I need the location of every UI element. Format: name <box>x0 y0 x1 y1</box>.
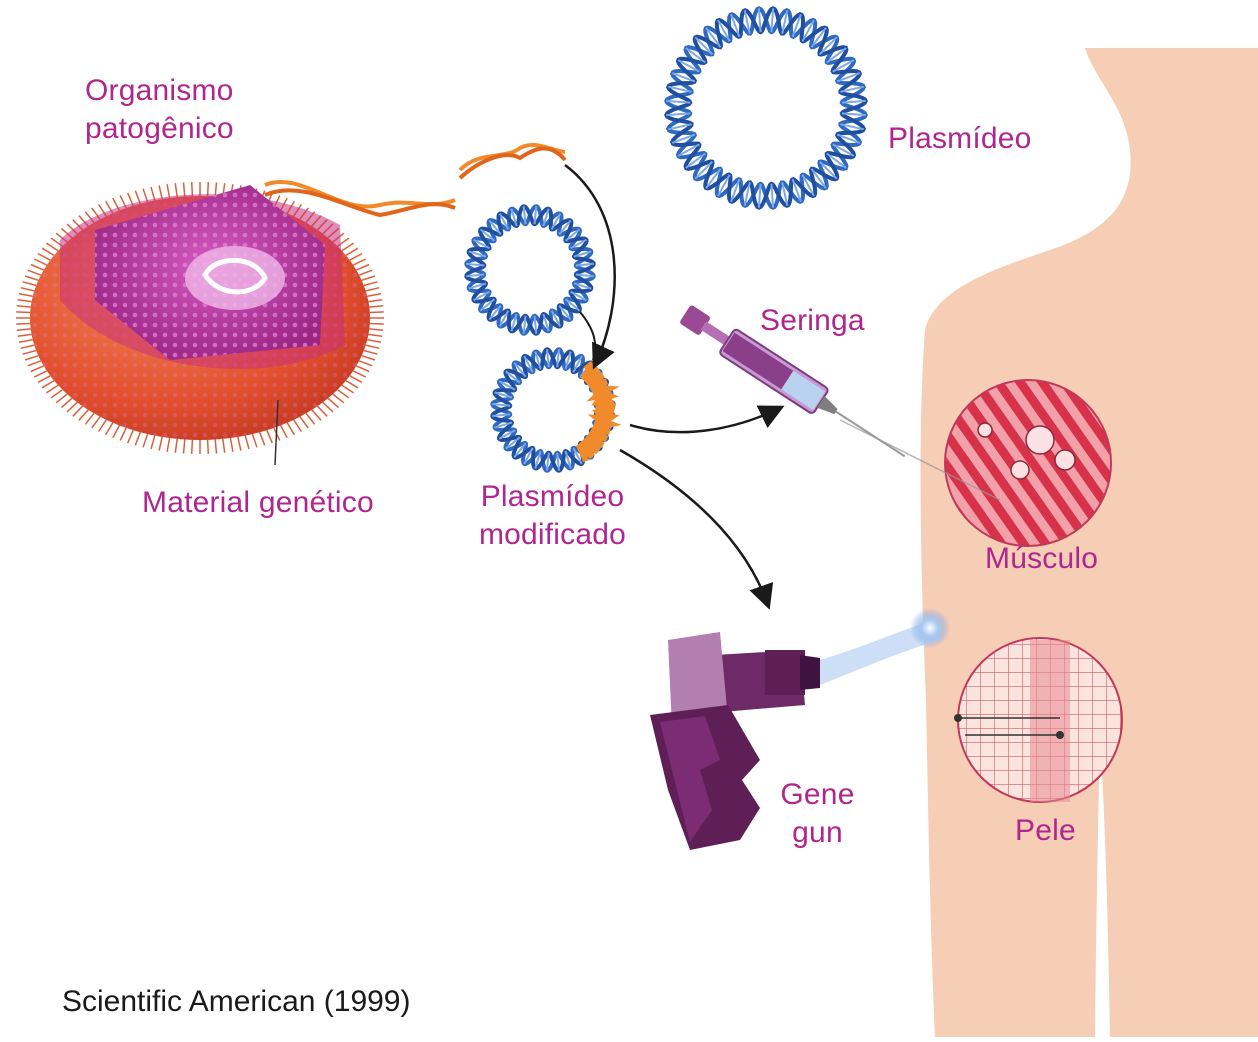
plasmid-large-icon <box>666 8 865 207</box>
label-pathogenic-organism-line1: Organismo <box>85 72 234 110</box>
muscle-inset <box>945 380 1111 546</box>
label-modified-plasmid-line2: modificado <box>455 516 650 554</box>
label-genetic-material: Material genético <box>142 484 374 522</box>
label-modified-plasmid: Plasmídeo modificado <box>455 478 650 553</box>
label-gene-gun-line2: gun <box>770 814 865 852</box>
label-gene-gun: Gene gun <box>770 776 865 851</box>
source-caption: Scientific American (1999) <box>62 985 411 1019</box>
label-modified-plasmid-line1: Plasmídeo <box>455 478 650 516</box>
label-syringe: Seringa <box>760 302 865 340</box>
pathogen-organism <box>16 182 384 465</box>
label-gene-gun-line1: Gene <box>770 776 865 814</box>
label-muscle: Músculo <box>985 540 1098 578</box>
dna-fragment-orange <box>265 145 565 215</box>
label-pathogenic-organism: Organismo patogênico <box>85 72 234 147</box>
arrow-plasmid-to-modified <box>580 312 595 360</box>
modified-plasmid-icon <box>492 349 613 470</box>
label-pathogenic-organism-line2: patogênico <box>85 110 234 148</box>
arrow-to-syringe <box>630 408 780 432</box>
plasmid-small-icon <box>466 206 593 333</box>
label-plasmid: Plasmídeo <box>888 120 1032 158</box>
label-skin: Pele <box>1015 812 1076 850</box>
